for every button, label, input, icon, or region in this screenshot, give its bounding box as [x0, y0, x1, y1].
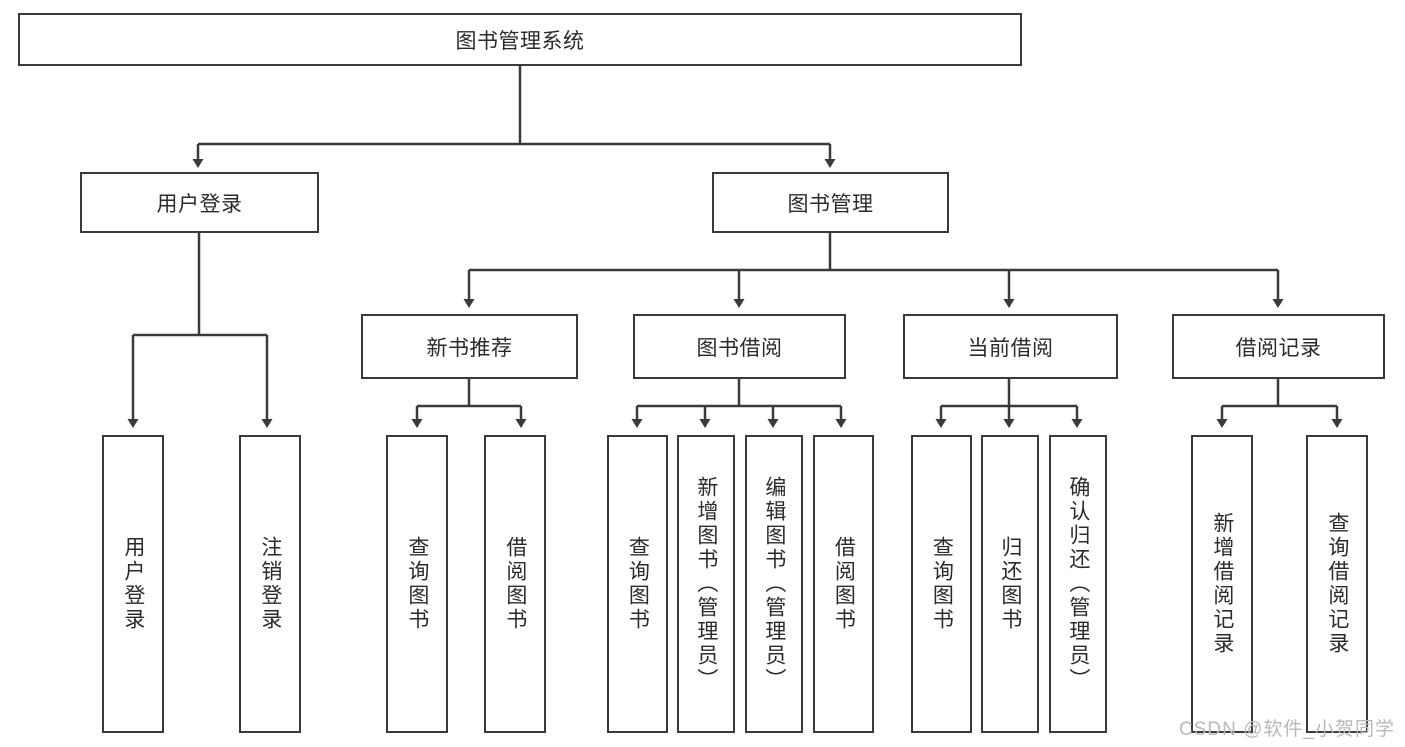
node-borrow-record[interactable]: 借阅记录 [1172, 314, 1385, 379]
node-new-book-recommend[interactable]: 新书推荐 [361, 314, 578, 379]
watermark-text: CSDN @软件_小贺同学 [1179, 719, 1395, 740]
node-leaf-return-book[interactable]: 归还图书 [981, 435, 1039, 733]
node-borrow-record-label: 借阅记录 [1235, 336, 1322, 360]
node-leaf-query-book-2[interactable]: 查询图书 [607, 435, 668, 733]
node-new-book-recommend-label: 新书推荐 [426, 336, 513, 360]
node-leaf-add-record-label: 新增借阅记录 [1210, 512, 1234, 656]
node-leaf-add-record[interactable]: 新增借阅记录 [1191, 435, 1253, 733]
node-leaf-return-book-label: 归还图书 [998, 536, 1022, 632]
node-leaf-logout-login-label: 注销登录 [258, 536, 282, 632]
node-root-label: 图书管理系统 [455, 29, 585, 53]
node-leaf-query-book-3-label: 查询图书 [930, 536, 954, 632]
node-book-borrow-label: 图书借阅 [696, 336, 783, 360]
node-current-borrow[interactable]: 当前借阅 [903, 314, 1118, 379]
node-book-manage-label: 图书管理 [787, 192, 874, 216]
node-leaf-borrow-book-1-label: 借阅图书 [503, 536, 527, 632]
node-user-login[interactable]: 用户登录 [80, 172, 319, 233]
node-leaf-edit-book[interactable]: 编辑图书（管理员） [745, 435, 803, 733]
node-leaf-logout-login[interactable]: 注销登录 [239, 435, 301, 733]
node-leaf-query-book-2-label: 查询图书 [626, 536, 650, 632]
node-leaf-borrow-book-1[interactable]: 借阅图书 [484, 435, 546, 733]
node-book-borrow[interactable]: 图书借阅 [633, 314, 846, 379]
node-leaf-edit-book-label: 编辑图书（管理员） [762, 476, 786, 692]
node-leaf-query-record[interactable]: 查询借阅记录 [1306, 435, 1368, 733]
node-leaf-user-login[interactable]: 用户登录 [102, 435, 164, 733]
node-leaf-confirm-return[interactable]: 确认归还（管理员） [1049, 435, 1107, 733]
node-leaf-user-login-label: 用户登录 [121, 536, 145, 632]
node-current-borrow-label: 当前借阅 [967, 336, 1054, 360]
node-leaf-query-record-label: 查询借阅记录 [1325, 512, 1349, 656]
node-root[interactable]: 图书管理系统 [18, 13, 1022, 66]
node-leaf-borrow-book-2-label: 借阅图书 [832, 536, 856, 632]
node-leaf-borrow-book-2[interactable]: 借阅图书 [813, 435, 874, 733]
node-leaf-query-book-1-label: 查询图书 [405, 536, 429, 632]
node-leaf-query-book-1[interactable]: 查询图书 [386, 435, 448, 733]
node-leaf-add-book[interactable]: 新增图书（管理员） [677, 435, 735, 733]
node-leaf-add-book-label: 新增图书（管理员） [694, 476, 718, 692]
node-book-manage[interactable]: 图书管理 [712, 172, 949, 233]
node-leaf-confirm-return-label: 确认归还（管理员） [1066, 476, 1090, 692]
node-user-login-label: 用户登录 [156, 192, 243, 216]
node-leaf-query-book-3[interactable]: 查询图书 [911, 435, 972, 733]
